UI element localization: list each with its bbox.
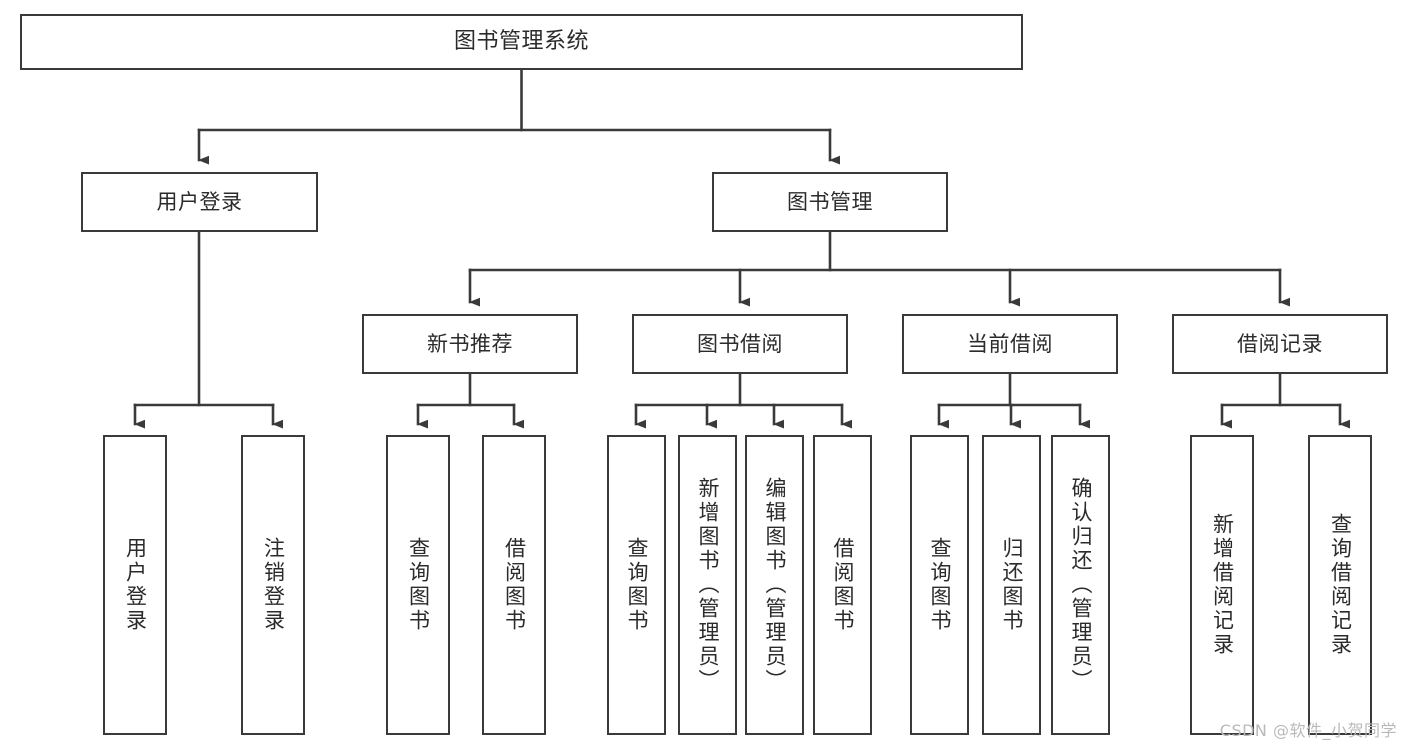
node-label: 用户登录 xyxy=(156,189,243,214)
node-leaf-user-logout[interactable]: 注销登录 xyxy=(241,435,305,735)
node-borrow-record[interactable]: 借阅记录 xyxy=(1172,314,1388,374)
node-label: 新增借阅记录 xyxy=(1210,513,1235,657)
node-leaf-cb-confirm-return[interactable]: 确认归还（管理员） xyxy=(1051,435,1110,735)
node-leaf-cb-return-book[interactable]: 归还图书 xyxy=(982,435,1041,735)
node-root-system[interactable]: 图书管理系统 xyxy=(20,14,1023,70)
node-book-borrow[interactable]: 图书借阅 xyxy=(632,314,848,374)
node-label: 图书管理 xyxy=(787,189,873,214)
node-leaf-rec-add-record[interactable]: 新增借阅记录 xyxy=(1190,435,1254,735)
node-label: 图书借阅 xyxy=(697,331,783,356)
node-label: 借阅图书 xyxy=(502,537,527,633)
watermark-text: CSDN @软件_小贺同学 xyxy=(1219,721,1397,740)
node-label: 用户登录 xyxy=(123,537,148,633)
node-leaf-user-login[interactable]: 用户登录 xyxy=(103,435,167,735)
node-leaf-rec-query-book[interactable]: 查询图书 xyxy=(386,435,450,735)
node-current-borrow[interactable]: 当前借阅 xyxy=(902,314,1118,374)
node-label: 新增图书（管理员） xyxy=(696,477,720,693)
node-label: 查询图书 xyxy=(928,537,952,633)
node-label: 图书管理系统 xyxy=(453,29,589,55)
node-label: 确认归还（管理员） xyxy=(1069,477,1093,693)
node-label: 借阅记录 xyxy=(1237,331,1323,356)
node-new-book-rec[interactable]: 新书推荐 xyxy=(362,314,578,374)
node-label: 归还图书 xyxy=(1000,537,1024,633)
node-leaf-br-query-book[interactable]: 查询图书 xyxy=(607,435,666,735)
node-label: 编辑图书（管理员） xyxy=(763,477,787,693)
node-leaf-rec-borrow-book[interactable]: 借阅图书 xyxy=(482,435,546,735)
node-label: 新书推荐 xyxy=(427,331,513,356)
node-label: 查询图书 xyxy=(625,537,649,633)
node-user-login[interactable]: 用户登录 xyxy=(81,172,318,232)
node-leaf-br-edit-book[interactable]: 编辑图书（管理员） xyxy=(745,435,804,735)
node-book-manage[interactable]: 图书管理 xyxy=(712,172,948,232)
node-label: 当前借阅 xyxy=(967,331,1053,356)
node-label: 查询图书 xyxy=(406,537,431,633)
node-label: 借阅图书 xyxy=(831,537,855,633)
node-leaf-br-borrow-book[interactable]: 借阅图书 xyxy=(813,435,872,735)
node-label: 查询借阅记录 xyxy=(1328,513,1353,657)
node-label: 注销登录 xyxy=(261,537,286,633)
node-leaf-rec-query-record[interactable]: 查询借阅记录 xyxy=(1308,435,1372,735)
node-leaf-br-add-book[interactable]: 新增图书（管理员） xyxy=(678,435,737,735)
node-leaf-cb-query-book[interactable]: 查询图书 xyxy=(910,435,969,735)
